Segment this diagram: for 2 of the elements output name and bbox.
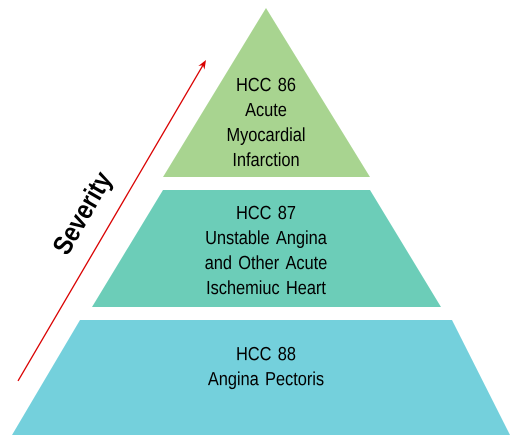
pyramid-tier: HCC 86 Acute Myocardial Infarction xyxy=(163,8,370,177)
pyramid-tier: HCC 88 Angina Pectoris xyxy=(12,320,510,435)
